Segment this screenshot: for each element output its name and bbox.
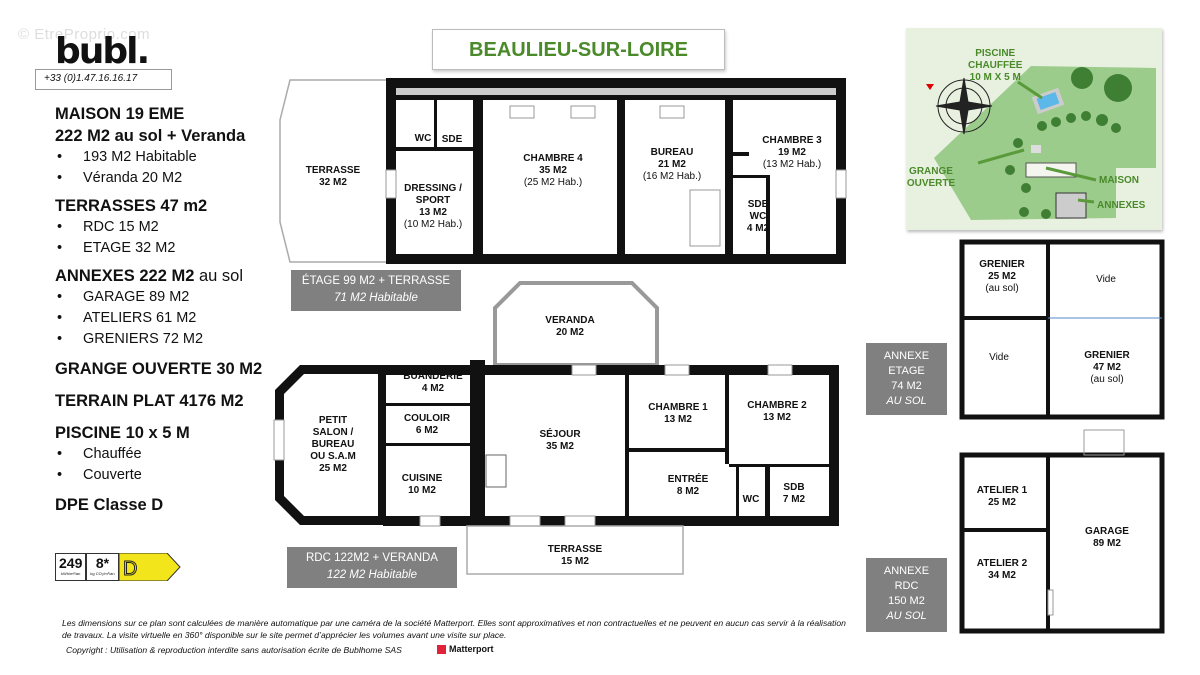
list-item: ETAGE 32 M2: [55, 238, 295, 259]
maison-subheading: 222 M2 au sol + Veranda: [55, 127, 246, 145]
maison-heading: MAISON 19 EME: [55, 105, 185, 123]
annexes-suffix: au sol: [194, 267, 244, 285]
room-vide-2: Vide: [989, 352, 1009, 363]
phone-number: +33 (0)1.47.16.16.17: [35, 69, 172, 90]
matterport-icon: [437, 644, 446, 654]
property-summary: MAISON 19 EME 222 M2 au sol + Veranda 19…: [55, 99, 295, 516]
list-item: ATELIERS 61 M2: [55, 308, 295, 329]
terrain-area: [934, 66, 1156, 220]
north-marker-icon: [926, 84, 934, 90]
watermark: © EtreProprio.com: [18, 26, 151, 43]
terrain-heading: TERRAIN PLAT 4176 M2: [55, 392, 244, 410]
room-wc-rdc: WC: [742, 494, 760, 505]
room-wc-etage: WC: [414, 133, 432, 144]
room-vide-1: Vide: [1096, 274, 1116, 285]
list-item: GRENIERS 72 M2: [55, 329, 295, 350]
list-item: 193 M2 Habitable: [55, 147, 295, 168]
dpe-class-arrow: D: [118, 553, 181, 581]
dpe-heading: DPE Classe D: [55, 496, 164, 514]
pool-icon: [1036, 91, 1060, 111]
upper-floor-walls: [279, 78, 847, 264]
grange-heading: GRANGE OUVERTE 30 M2: [55, 360, 263, 378]
page-title: BEAULIEU-SUR-LOIRE: [432, 29, 725, 70]
annex-etage-walls: [959, 239, 1165, 420]
annexes-title: ANNEXES 222 M2: [55, 267, 195, 285]
room-sde-etage: SDE: [441, 134, 463, 145]
bubl-logo: bubl.: [55, 31, 150, 72]
copyright: Copyright : Utilisation & reproduction i…: [66, 645, 402, 655]
ground-floor-walls: [273, 360, 839, 527]
list-item: RDC 15 M2: [55, 217, 295, 238]
list-item: GARAGE 89 M2: [55, 287, 295, 308]
matterport-logo: Matterport: [437, 644, 494, 654]
site-label-maison: MAISON: [1099, 175, 1139, 186]
list-item: Couverte: [55, 465, 295, 486]
annexes-heading: ANNEXES 222 M2 au sol: [55, 265, 295, 287]
list-item: Chauffée: [55, 444, 295, 465]
svg-text:D: D: [123, 558, 137, 580]
compass-rose-icon: [935, 77, 993, 135]
list-item: Véranda 20 M2: [55, 168, 295, 189]
disclaimer: Les dimensions sur ce plan sont calculée…: [62, 618, 846, 640]
dpe-ges: 8*kg CO₂/m²/an: [86, 553, 119, 581]
site-map-drawing: [926, 66, 1156, 220]
piscine-heading: PISCINE 10 x 5 M: [55, 424, 190, 442]
terrace-rdc-outline: [466, 525, 684, 575]
terrasses-heading: TERRASSES 47 m2: [55, 197, 208, 215]
site-label-annexes: ANNEXES: [1097, 200, 1146, 211]
fireplace: [485, 454, 507, 488]
annexes-shape: [1055, 192, 1087, 219]
annex-rdc-walls: [959, 429, 1165, 634]
